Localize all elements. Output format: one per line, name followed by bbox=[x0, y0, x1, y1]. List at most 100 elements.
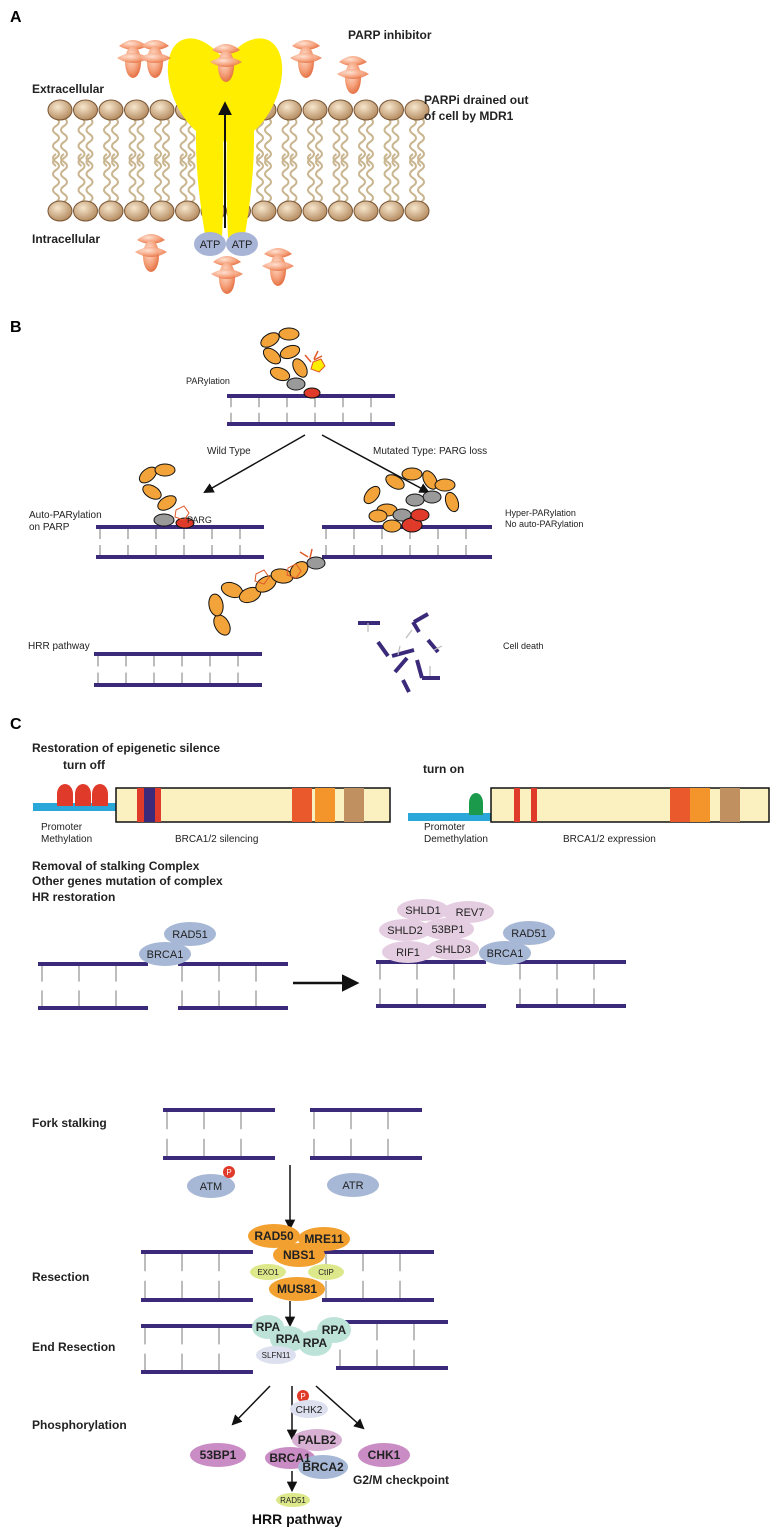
gene-silenced bbox=[33, 784, 391, 823]
lipid-tail bbox=[417, 117, 425, 167]
lipid-tail bbox=[417, 153, 425, 203]
53bp1-label-c: 53BP1 bbox=[431, 924, 464, 936]
phosphorylation-label: Phosphorylation bbox=[32, 1418, 127, 1432]
dna-hr-right bbox=[376, 960, 626, 1008]
lipid-head-top bbox=[124, 99, 149, 121]
lipid-tail bbox=[307, 153, 315, 203]
rpa-label-2: RPA bbox=[276, 1332, 301, 1346]
proteins-hr-right: SHLD1 REV7 SHLD2 53BP1 RIF1 SHLD3 RAD51 … bbox=[379, 899, 555, 965]
hrr-pathway-label-b: HRR pathway bbox=[28, 641, 90, 652]
lipid-tail bbox=[162, 153, 170, 203]
lipid-tail bbox=[383, 153, 392, 203]
brca2-label: BRCA2 bbox=[302, 1460, 344, 1474]
demethyl-mark bbox=[469, 793, 483, 815]
removal-line2: Other genes mutation of complex bbox=[32, 874, 223, 888]
lipid-tail bbox=[111, 153, 119, 203]
rev7-label: REV7 bbox=[456, 907, 485, 919]
lipid-tail bbox=[281, 117, 290, 167]
lipid-tail bbox=[85, 153, 94, 203]
lipid-tail bbox=[340, 153, 349, 203]
palb2-label: PALB2 bbox=[298, 1433, 337, 1447]
dna-hr-left bbox=[38, 962, 288, 1010]
panel-c-letter: C bbox=[10, 716, 22, 733]
rpa-label-4: RPA bbox=[322, 1323, 347, 1337]
parp-inhibitor-label: PARP inhibitor bbox=[348, 28, 432, 42]
lipid-tail bbox=[154, 117, 162, 167]
rpa-label-3: RPA bbox=[303, 1336, 328, 1350]
restoration-label: Restoration of epigenetic silence bbox=[32, 741, 220, 755]
auto-parylation-line2: on PARP bbox=[29, 522, 70, 533]
lipid-tail bbox=[103, 153, 111, 203]
rad51-label-p: RAD51 bbox=[280, 1496, 306, 1505]
promoter-methylation-line1: Promoter bbox=[41, 822, 83, 833]
lipid-tail bbox=[307, 117, 315, 167]
lipid-tail bbox=[340, 117, 349, 167]
lipid-tail bbox=[358, 117, 366, 167]
lipid-head-bottom bbox=[251, 200, 277, 222]
par-cluster-mutated bbox=[363, 467, 460, 533]
parp-inhibitor-molecule bbox=[210, 44, 242, 82]
lipid-tail bbox=[281, 153, 290, 203]
released-par-chain bbox=[208, 548, 326, 636]
promoter-methylation-line2: Methylation bbox=[41, 834, 92, 845]
methyl-mark-2 bbox=[75, 784, 91, 806]
slfn11-label: SLFN11 bbox=[262, 1351, 291, 1360]
lipid-head-top bbox=[277, 99, 302, 121]
rpa-label-1: RPA bbox=[256, 1320, 281, 1334]
rif1-label: RIF1 bbox=[396, 947, 420, 959]
lipid-head-bottom bbox=[277, 200, 302, 222]
exo1-label: EXO1 bbox=[257, 1268, 279, 1277]
brca1-label: BRCA1 bbox=[147, 949, 184, 961]
lipid-head-bottom bbox=[175, 200, 200, 222]
g2m-checkpoint-label: G2/M checkpoint bbox=[353, 1473, 449, 1487]
lipid-head-top bbox=[379, 99, 404, 121]
lipid-tail bbox=[256, 117, 264, 167]
lipid-head-bottom bbox=[47, 200, 73, 222]
chk1-label: CHK1 bbox=[368, 1448, 401, 1462]
end-resection-label: End Resection bbox=[32, 1340, 115, 1354]
rad50-label: RAD50 bbox=[254, 1229, 294, 1243]
lipid-head-top bbox=[328, 99, 353, 121]
resection-label: Resection bbox=[32, 1270, 89, 1284]
dna-fragments bbox=[358, 612, 440, 693]
brca-silencing-label: BRCA1/2 silencing bbox=[175, 834, 258, 845]
hyper-parylation-line1: Hyper-PARylation bbox=[505, 508, 576, 518]
fragment-rungs bbox=[367, 623, 443, 676]
nbs1-label: NBS1 bbox=[283, 1248, 315, 1262]
lipid-tail bbox=[60, 117, 68, 167]
lipid-tail bbox=[111, 117, 119, 167]
lipid-tail bbox=[77, 117, 86, 167]
dna-wild-type bbox=[96, 525, 264, 559]
lipid-tail bbox=[128, 117, 137, 167]
methyl-mark-3 bbox=[92, 784, 108, 806]
shld3-label: SHLD3 bbox=[435, 944, 470, 956]
atp-left-label: ATP bbox=[200, 239, 221, 251]
fork-stalking-label: Fork stalking bbox=[32, 1116, 107, 1130]
gene-expressed bbox=[408, 787, 770, 823]
lipid-tail bbox=[85, 117, 94, 167]
parp-inhibitor-molecule bbox=[290, 40, 322, 78]
lipid-tail bbox=[154, 153, 162, 203]
panel-a-letter: A bbox=[10, 9, 22, 26]
parp-inhibitor-molecule bbox=[135, 234, 167, 272]
lipid-head-bottom bbox=[379, 200, 404, 222]
lipid-tail bbox=[409, 153, 417, 203]
lipid-head-top bbox=[302, 99, 328, 121]
lipid-head-bottom bbox=[98, 200, 124, 222]
lipid-head-bottom bbox=[149, 200, 175, 222]
lipid-tail bbox=[332, 153, 341, 203]
lipid-tail bbox=[315, 117, 323, 167]
lipid-tail bbox=[366, 117, 374, 167]
dna-fork-stalking bbox=[163, 1108, 422, 1160]
lipid-tail bbox=[256, 153, 264, 203]
lipid-head-bottom bbox=[353, 200, 379, 222]
hyper-parylation-line2: No auto-PARylation bbox=[505, 519, 583, 529]
lipid-tail bbox=[77, 153, 86, 203]
wild-type-label: Wild Type bbox=[207, 446, 251, 457]
lipid-tail bbox=[264, 153, 272, 203]
dna-end-resection bbox=[141, 1320, 448, 1374]
methyl-mark-1 bbox=[57, 784, 73, 806]
lipid-head-bottom bbox=[404, 200, 430, 222]
